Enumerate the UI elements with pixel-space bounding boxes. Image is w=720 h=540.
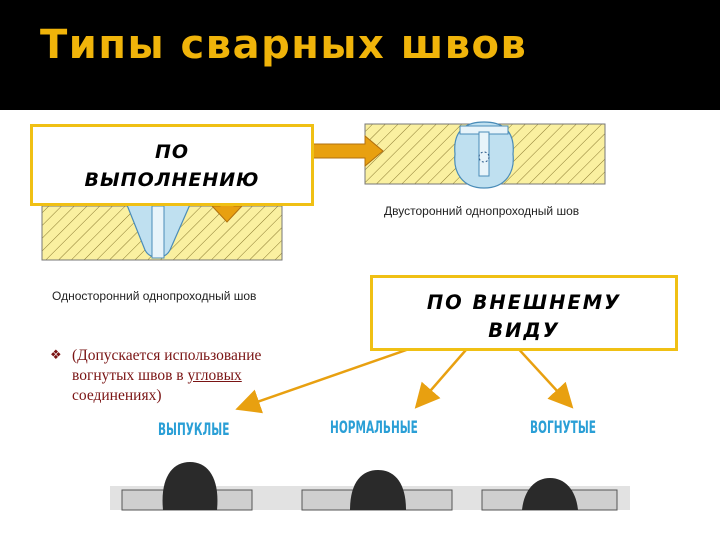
label-convex: ВЫПУКЛЫЕ [158,420,230,440]
caption-single-sided: Односторонний однопроходный шов [52,289,257,303]
box-execution-line2: ВЫПОЛНЕНИЮ [84,168,260,191]
box-execution-line1: ПО [154,141,190,163]
label-concave: ВОГНУТЫЕ [530,418,596,438]
label-normal: НОРМАЛЬНЫЕ [330,418,418,438]
caption-double-sided: Двусторонний однопроходный шов [384,204,580,218]
box-by-appearance: ПО ВНЕШНЕМУ ВИДУ [370,275,678,351]
slide-title: Типы сварных швов [40,22,528,68]
bullet-note: ❖ (Допускается использование вогнутых шв… [50,346,320,405]
box-by-execution: ПО ВЫПОЛНЕНИЮ [30,124,314,206]
title-bar: Типы сварных швов [0,0,720,110]
bullet-underlined-word: угловых [187,366,242,384]
diamond-bullet-icon: ❖ [50,347,62,362]
bullet-text: (Допускается использование вогнутых швов… [72,347,262,404]
box-appearance-line2: ВИДУ [488,319,560,343]
box-appearance-line1: ПО ВНЕШНЕМУ [426,291,622,314]
double-sided-weld-diagram [364,121,606,189]
single-sided-weld-diagram [41,194,283,261]
